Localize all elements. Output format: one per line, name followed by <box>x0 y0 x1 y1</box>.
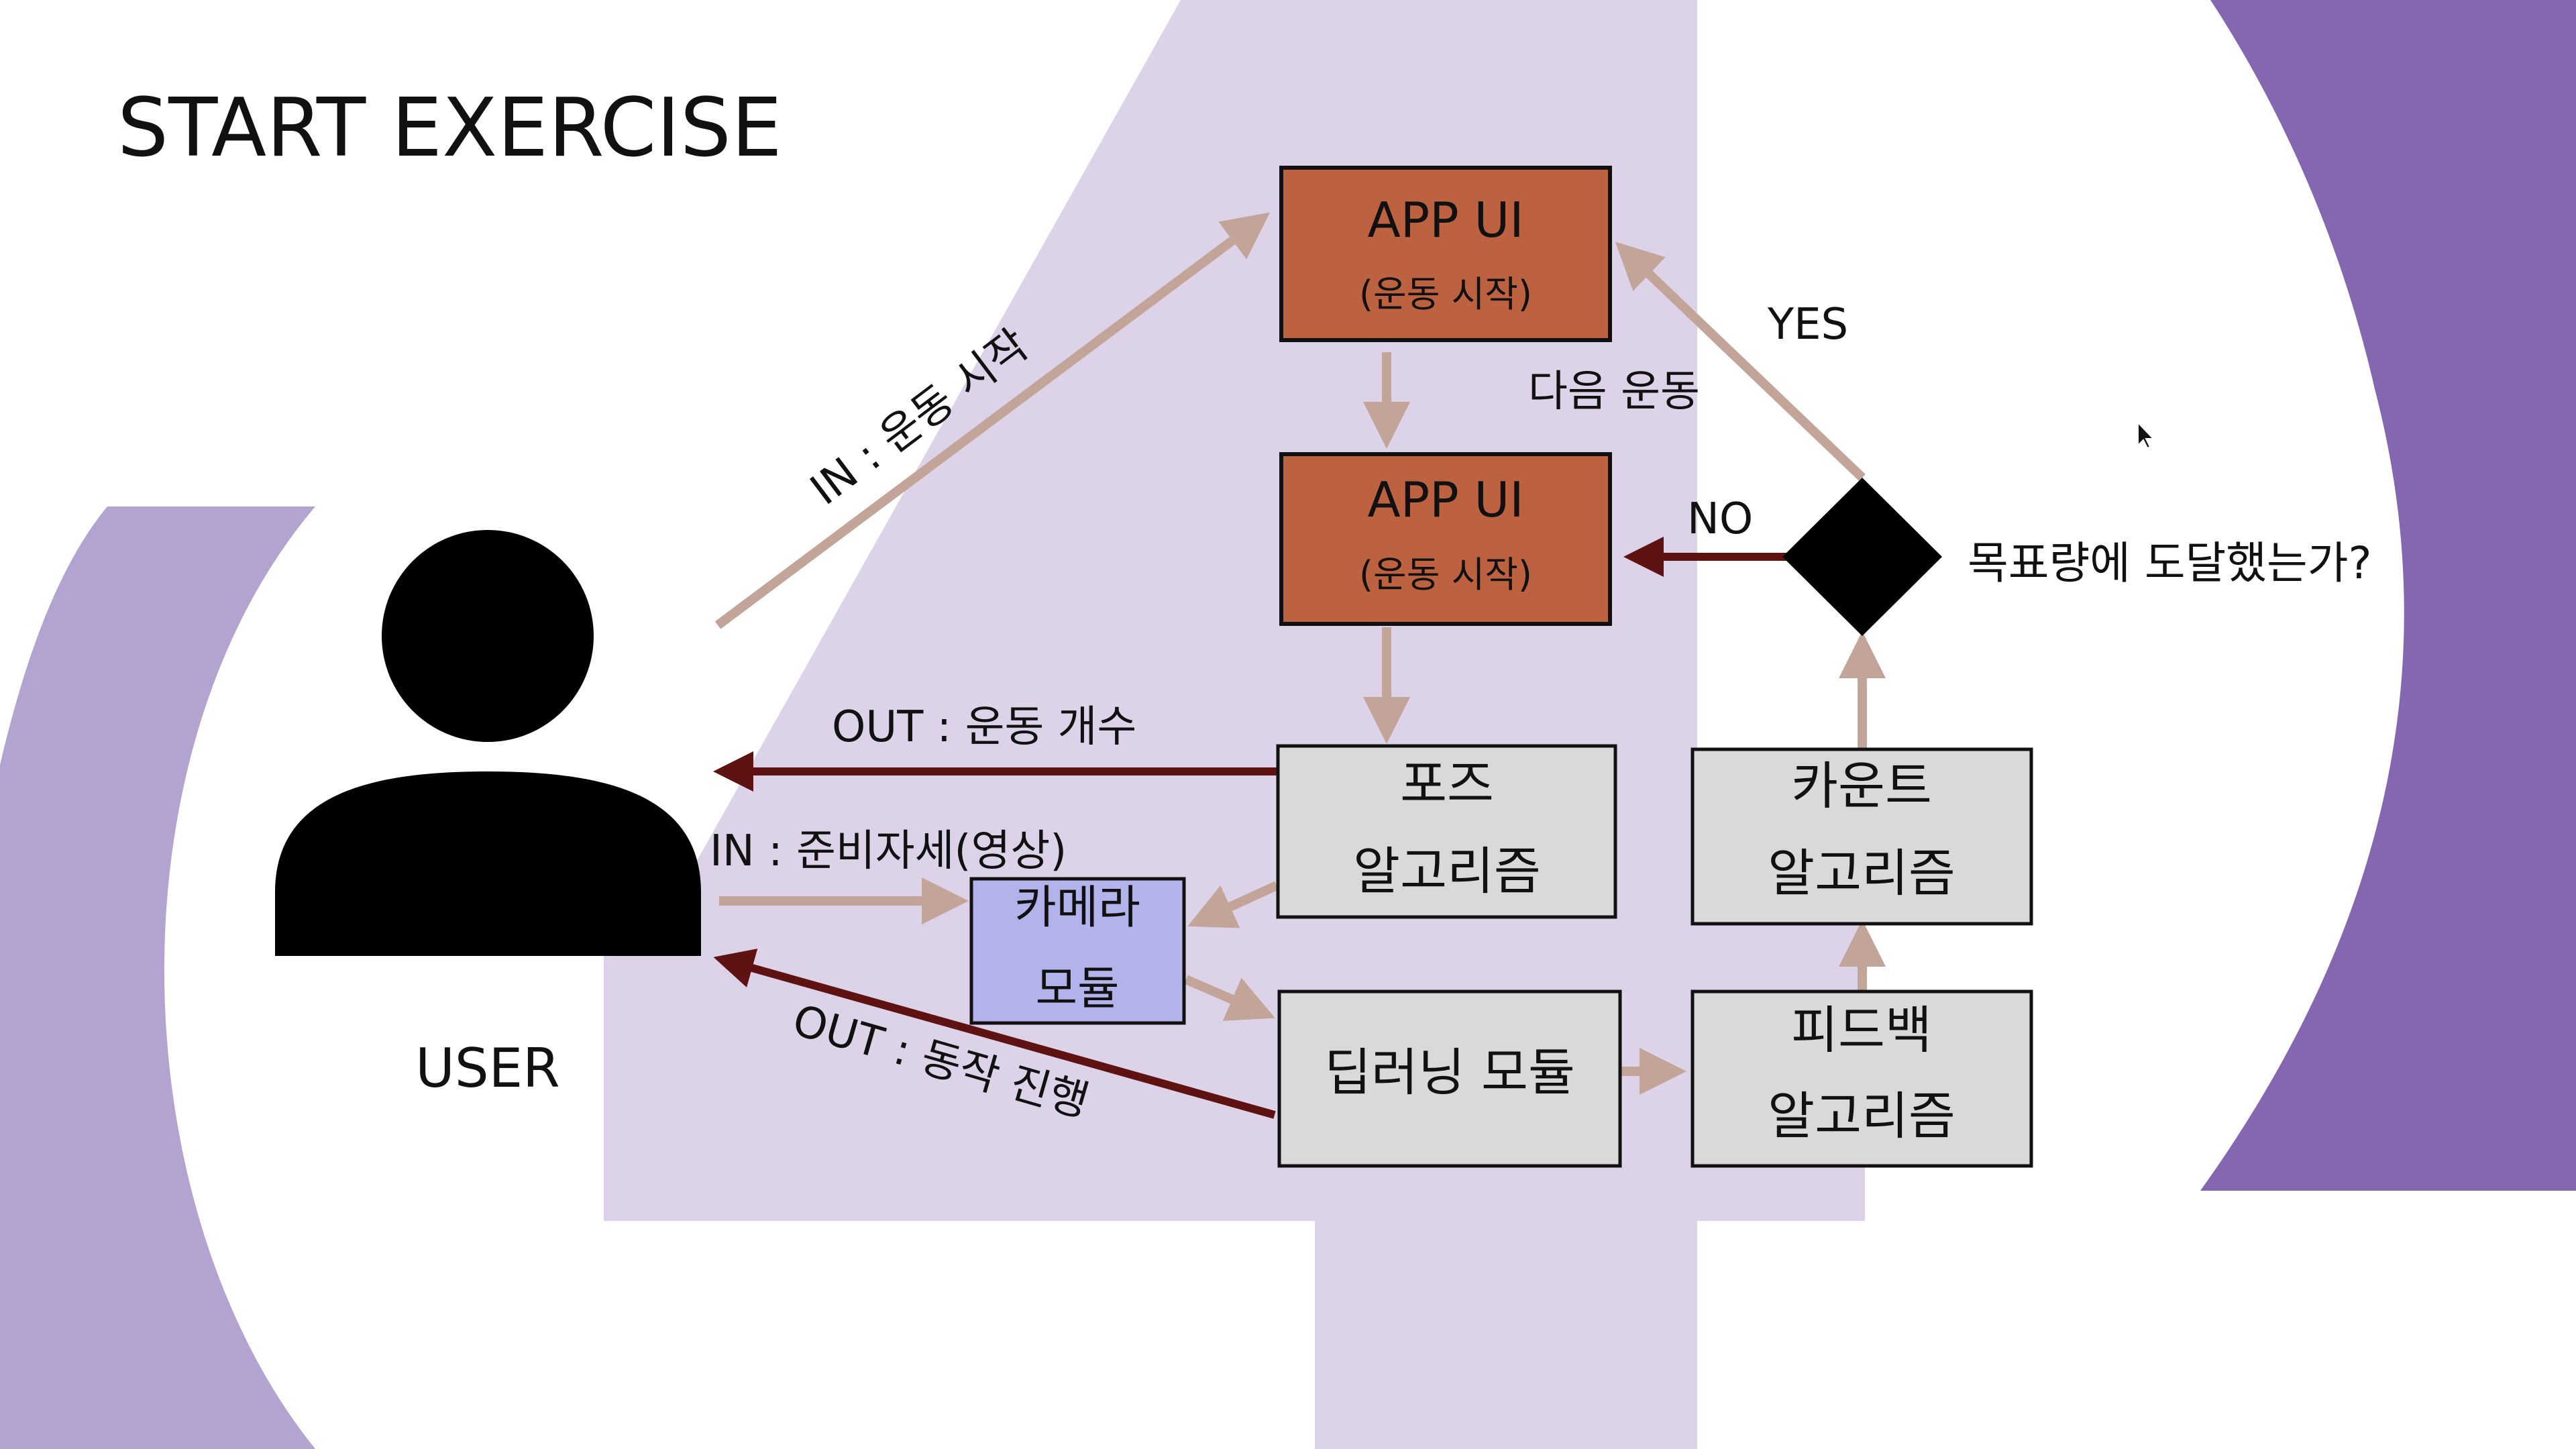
arrows-dark <box>713 537 1786 1119</box>
node-feedback-line2: 알고리즘 <box>1768 1086 1955 1146</box>
node-deep-learning-module: 딥러닝 모듈 <box>1277 989 1622 1168</box>
node-pose-line1: 포즈 <box>1400 754 1494 814</box>
bg-number-four-bar <box>604 879 1865 1221</box>
node-camera-module: 카메라 모듈 <box>969 877 1186 1025</box>
node-pose-line2: 알고리즘 <box>1353 841 1541 901</box>
node-app-ui-mid-title: APP UI <box>1368 472 1524 528</box>
node-app-ui-top-title: APP UI <box>1368 192 1524 248</box>
arrow-decision-yes-to-app-ui-top <box>1615 241 1866 482</box>
label-in-ready-pose-video: IN : 준비자세(영상) <box>710 826 1067 876</box>
label-no: NO <box>1687 494 1753 544</box>
arrow-deep-learning-to-user <box>713 949 1276 1119</box>
node-app-ui-mid: APP UI (운동 시작) <box>1279 452 1612 626</box>
arrows-light <box>714 212 1886 1095</box>
node-count-line2: 알고리즘 <box>1768 843 1955 903</box>
label-next-exercise: 다음 운동 <box>1528 367 1700 417</box>
mouse-cursor-icon <box>2137 421 2155 449</box>
label-yes: YES <box>1767 300 1848 350</box>
decision-question: 목표량에 도달했는가? <box>1968 537 2372 589</box>
person-icon <box>275 530 701 956</box>
label-out-exercise-count: OUT : 운동 개수 <box>832 702 1136 752</box>
node-camera-line2: 모듈 <box>1035 963 1119 1016</box>
node-decision: 목표량에 도달했는가? <box>1782 478 2372 636</box>
arrow-camera-to-deep-learning <box>1184 975 1275 1021</box>
decision-diamond <box>1782 478 1942 636</box>
bg-left-arc <box>0 506 315 1449</box>
arrow-user-to-app-ui-top <box>714 212 1271 629</box>
node-feedback-algorithm: 피드백 알고리즘 <box>1690 989 2033 1168</box>
node-app-ui-top: APP UI (운동 시작) <box>1279 166 1612 342</box>
bg-right-arc <box>2200 0 2576 1191</box>
user-label: USER <box>415 1037 559 1099</box>
node-deep-learning-label: 딥러닝 모듈 <box>1324 1042 1575 1102</box>
node-count-algorithm: 카운트 알고리즘 <box>1690 747 2033 926</box>
node-count-line1: 카운트 <box>1791 756 1932 816</box>
node-camera-line1: 카메라 <box>1014 881 1140 934</box>
node-feedback-line1: 피드백 <box>1791 1000 1932 1060</box>
user: USER <box>275 530 701 1099</box>
arrow-pose-to-camera <box>1187 881 1279 928</box>
node-app-ui-top-subtitle: (운동 시작) <box>1359 273 1532 315</box>
page-title: START EXERCISE <box>117 82 782 175</box>
node-app-ui-mid-subtitle: (운동 시작) <box>1359 553 1532 596</box>
node-pose-algorithm: 포즈 알고리즘 <box>1276 744 1617 919</box>
